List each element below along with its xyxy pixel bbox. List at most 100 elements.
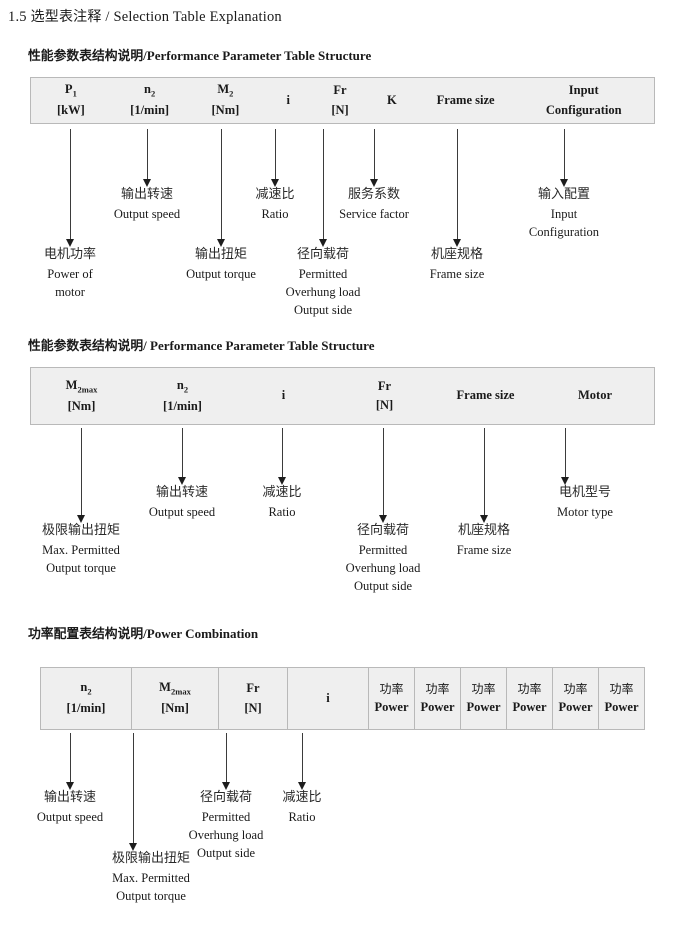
table-1-col-p1-symbol: P1	[64, 82, 77, 99]
arrow-to-ratio	[271, 129, 280, 187]
annotation-overhung-load-2-cn: 径向载荷	[356, 523, 410, 538]
annotation-overhung-load-2-en-2: Overhung load	[345, 560, 421, 575]
table-2-col-fr-symbol: Fr	[377, 378, 392, 393]
table-3-col-fr-symbol: Fr	[246, 681, 260, 696]
annotation-frame-size-2-cn: 机座规格	[457, 523, 510, 538]
annotation-overhung-load: 径向载荷 Permitted Overhung load Output side	[286, 246, 361, 319]
section-1-heading: 性能参数表结构说明/Performance Parameter Table St…	[28, 45, 371, 64]
annotation-ratio-cn: 减速比	[255, 187, 295, 202]
table-2-col-i: i	[233, 368, 334, 424]
table-1-col-k: K	[366, 78, 418, 123]
section-3-heading-cn: 功率配置表结构说明	[28, 627, 144, 642]
annotation-max-permitted-output-torque-3: 极限输出扭矩 Max. Permitted Output torque	[112, 850, 190, 905]
table-3-col-power-4-en: Power	[512, 700, 547, 715]
table-3-col-fr: Fr [N]	[218, 668, 287, 729]
table-3-col-power-1-en: Power	[374, 700, 409, 715]
annotation-service-factor: 服务系数 Service factor	[339, 186, 409, 223]
arrow-to-output-torque	[217, 129, 226, 247]
annotation-output-speed-3-en-1: Output speed	[36, 809, 104, 824]
table-2-col-m2max-sub: 2max	[77, 384, 98, 395]
arrow-to-overhung-load	[319, 129, 328, 247]
table-3-col-power-3-cn: 功率	[471, 681, 496, 696]
annotation-overhung-load-en-1: Permitted	[298, 266, 348, 281]
table-3-col-power-6: 功率 Power	[598, 668, 644, 729]
power-combination-table: n2 [1/min] M2max [Nm] Fr [N] i 功率 Power …	[40, 667, 645, 730]
table-1-col-p1: P1 [kW]	[31, 78, 111, 123]
table-3-col-power-3-en: Power	[466, 700, 501, 715]
annotation-frame-size-2: 机座规格 Frame size	[457, 522, 512, 559]
annotation-overhung-load-3-en-2: Overhung load	[188, 827, 264, 842]
table-3-col-m2max-symbol: M2max	[159, 680, 191, 697]
arrow-to-output-speed-3	[66, 733, 75, 790]
table-3-col-power-5-en: Power	[558, 700, 593, 715]
annotation-service-factor-cn: 服务系数	[347, 187, 401, 202]
annotation-output-speed-2: 输出转速 Output speed	[149, 484, 215, 521]
table-2-col-motor-symbol: Motor	[577, 388, 612, 403]
annotation-input-configuration-en-2: Configuration	[528, 224, 600, 239]
annotation-service-factor-en-1: Service factor	[339, 206, 409, 221]
annotation-max-permitted-output-torque-cn: 极限输出扭矩	[41, 523, 121, 538]
table-3-col-m2max-sub: 2max	[170, 686, 191, 697]
annotation-max-permitted-output-torque-3-cn: 极限输出扭矩	[111, 851, 191, 866]
arrow-to-max-permitted-output-torque-3	[129, 733, 138, 851]
annotation-frame-size-en-1: Frame size	[429, 266, 485, 281]
table-3-col-power-4: 功率 Power	[506, 668, 552, 729]
table-3-col-power-1-cn: 功率	[379, 681, 404, 696]
annotation-max-permitted-output-torque-3-en-1: Max. Permitted	[112, 870, 190, 885]
table-3-col-power-2: 功率 Power	[414, 668, 460, 729]
annotation-motor-type: 电机型号 Motor type	[557, 484, 613, 521]
table-3-col-power-4-cn: 功率	[517, 681, 542, 696]
annotation-output-speed-en-1: Output speed	[113, 206, 181, 221]
annotation-frame-size-2-en-1: Frame size	[456, 542, 512, 557]
table-3-col-m2max: M2max [Nm]	[131, 668, 218, 729]
page-title-number: 1.5	[8, 9, 27, 25]
section-2-heading-cn: 性能参数表结构说明	[28, 339, 144, 354]
annotation-overhung-load-cn: 径向载荷	[296, 247, 350, 262]
annotation-ratio-2-en-1: Ratio	[268, 504, 296, 519]
annotation-motor-type-en-1: Motor type	[557, 504, 613, 519]
annotation-output-speed-2-cn: 输出转速	[155, 485, 208, 500]
table-1-col-n2-unit: [1/min]	[130, 103, 170, 118]
table-2-col-n2: n2 [1/min]	[132, 368, 233, 424]
table-2-col-n2-symbol: n2	[176, 377, 189, 395]
annotation-overhung-load-3-en-3: Output side	[197, 846, 255, 861]
annotation-overhung-load-2-en-1: Permitted	[358, 542, 408, 557]
table-1-col-frame-size: Frame size	[418, 78, 514, 123]
table-2-col-motor: Motor	[536, 368, 654, 424]
arrow-to-power-of-motor	[66, 129, 75, 247]
annotation-overhung-load-3-en-1: Permitted	[201, 809, 251, 824]
annotation-output-speed-2-en-1: Output speed	[148, 504, 216, 519]
annotation-power-of-motor-en-2: motor	[55, 284, 85, 299]
arrow-to-input-configuration	[560, 129, 569, 187]
table-2-col-i-symbol: i	[281, 388, 286, 403]
table-2-col-frame-size: Frame size	[435, 368, 536, 424]
section-2-heading: 性能参数表结构说明/ Performance Parameter Table S…	[28, 335, 374, 354]
section-1-heading-en: Performance Parameter Table Structure	[146, 48, 372, 63]
table-3-col-power-1: 功率 Power	[368, 668, 414, 729]
annotation-power-of-motor: 电机功率 Power of motor	[44, 246, 96, 301]
table-3-col-power-6-cn: 功率	[609, 681, 634, 696]
table-1-col-m2-unit: [Nm]	[211, 103, 240, 118]
table-1-col-frame-size-symbol: Frame size	[436, 92, 495, 107]
table-3-col-power-3: 功率 Power	[460, 668, 506, 729]
table-3-col-power-2-en: Power	[420, 700, 455, 715]
annotation-overhung-load-en-2: Overhung load	[285, 284, 361, 299]
annotation-output-torque-cn: 输出扭矩	[194, 247, 248, 262]
table-2-col-n2-sub: 2	[183, 384, 189, 395]
table-2-col-frame-size-symbol: Frame size	[456, 388, 515, 403]
arrow-to-max-permitted-output-torque	[77, 428, 86, 523]
section-3-heading: 功率配置表结构说明/Power Combination	[28, 623, 258, 642]
table-2-col-m2max-unit: [Nm]	[67, 398, 96, 413]
annotation-ratio-en-1: Ratio	[261, 206, 289, 221]
performance-parameter-table-2: M2max [Nm] n2 [1/min] i Fr [N] Frame siz…	[30, 367, 655, 425]
table-1-col-n2-sub: 2	[150, 88, 156, 99]
table-3-col-n2: n2 [1/min]	[41, 668, 131, 729]
annotation-ratio-2-cn: 减速比	[262, 485, 302, 500]
annotation-ratio-3-cn: 减速比	[282, 790, 322, 805]
annotation-max-permitted-output-torque-3-en-2: Output torque	[116, 888, 186, 903]
table-1-col-p1-sub: 1	[72, 88, 77, 99]
annotation-overhung-load-3-cn: 径向载荷	[199, 790, 253, 805]
annotation-output-speed-3-cn: 输出转速	[43, 790, 96, 805]
annotation-max-permitted-output-torque: 极限输出扭矩 Max. Permitted Output torque	[42, 522, 120, 577]
table-3-col-m2max-unit: [Nm]	[161, 701, 189, 716]
